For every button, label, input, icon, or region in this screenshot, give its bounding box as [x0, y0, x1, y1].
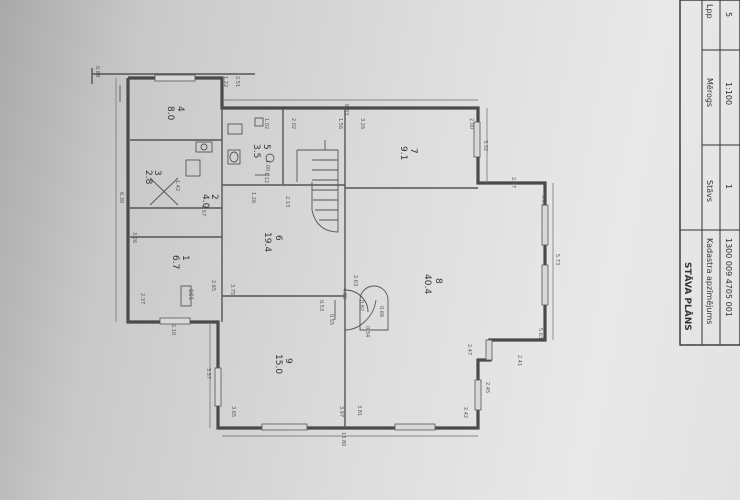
room-3-area: 2.8 — [143, 170, 153, 185]
dim-1-26: 1.26 — [250, 192, 256, 203]
dim-3-26: 3.26 — [131, 232, 137, 243]
room-1-number: 1 — [180, 255, 190, 261]
interior-walls — [130, 108, 478, 428]
room-6-area: 19.4 — [262, 232, 272, 252]
room-2-area: 4.0 — [200, 194, 210, 209]
dim-0-66: 0.66 — [378, 306, 384, 317]
title-block-title: STĀVA PLĀNS — [682, 262, 693, 331]
room-4-number: 4 — [175, 106, 185, 112]
room-5-area: 3.5 — [251, 144, 261, 158]
dim-0-82: 0.82 — [358, 300, 364, 311]
dim-2-42: 2.42 — [462, 407, 468, 418]
title-block-col3-value: 1:100 — [724, 82, 733, 105]
dim-1-02: 1.02 — [263, 118, 269, 129]
room-9-number: 9 — [283, 358, 293, 364]
dim-4-06: 4.06 — [341, 288, 347, 299]
dim-2-41: 2.41 — [516, 355, 522, 366]
room-3-number: 3 — [152, 170, 162, 176]
room-8-area: 40.4 — [422, 274, 432, 294]
room-1-area: 6.7 — [170, 255, 180, 269]
title-block-col3-header: Mērogs — [705, 78, 714, 107]
dim-2-65: 2.65 — [210, 280, 216, 291]
title-block-col2-value: 1 — [724, 184, 733, 189]
title-block-col2-header: Stāvs — [705, 180, 714, 202]
dimension-lines — [115, 78, 554, 437]
dim-1-00: 1.00 — [264, 160, 270, 171]
dim-left-overall: 6.30 — [118, 192, 124, 203]
dim-3-32: 3.32 — [482, 140, 488, 151]
dim-3-65: 3.65 — [230, 406, 236, 417]
title-block-col1-value: 1300 009 4705 001 — [724, 238, 733, 317]
dim-3-81: 3.81 — [356, 405, 362, 416]
windows — [154, 74, 549, 431]
dim-5-73: 5.73 — [554, 254, 560, 265]
room-1-tag-box — [180, 285, 192, 307]
dim-1-42: 1.42 — [174, 180, 180, 191]
dim-room8-2-37: 2.37 — [510, 177, 516, 188]
dim-2-51: 2.51 — [234, 76, 240, 87]
room-7-number: 7 — [408, 148, 418, 154]
dim-2-37: 2.37 — [139, 293, 145, 304]
dim-2-13: 2.13 — [284, 196, 290, 207]
dim-1-57: 1.57 — [200, 205, 206, 216]
title-block-col4-value: 5 — [724, 12, 733, 17]
dim-3-75: 3.75 — [229, 284, 235, 295]
dim-3-97: 3.97 — [338, 406, 344, 417]
dim-0-53: 0.53 — [318, 300, 324, 311]
room-1-tag: 001 — [187, 289, 194, 301]
bathroom-fixtures — [185, 117, 275, 177]
dim-2-47: 2.47 — [466, 344, 472, 355]
dim-2-02: 2.02 — [290, 118, 296, 129]
dim-top-overall: 8.83 — [343, 104, 349, 115]
room-2-number: 2 — [209, 194, 219, 200]
dim-1-12: 1.12 — [263, 172, 269, 183]
dim-0-34: 0.34 — [364, 326, 370, 337]
room-labels: 4 8.0 3 2.8 2 4.0 1 6.7 5 3.5 6 19.4 7 9… — [143, 106, 443, 374]
room-4-area: 8.0 — [165, 106, 175, 121]
dim-3-57: 3.57 — [205, 368, 211, 379]
title-block-col1-header: Kadastra apzīmējums — [705, 238, 714, 324]
dim-0-55: 0.55 — [328, 314, 334, 325]
dimension-texts: 8.83 13.80 6.30 1.22 2.51 2.37 3.26 3.75… — [94, 66, 560, 446]
room-7-area: 9.1 — [398, 146, 408, 160]
dim-1-22: 1.22 — [222, 76, 228, 87]
dim-5-07: 5.07 — [540, 195, 546, 206]
room-6-number: 6 — [273, 235, 283, 241]
dim-2-10: 2.10 — [170, 324, 176, 335]
room-9-area: 15.0 — [273, 354, 283, 374]
door-swings — [119, 85, 389, 331]
dim-2-00: 2.00 — [468, 118, 474, 129]
dim-room7-3-26: 3.26 — [359, 118, 365, 129]
dim-1-56: 1.56 — [337, 118, 343, 129]
dim-bottom-overall: 13.80 — [340, 432, 346, 446]
room-8-number: 8 — [433, 278, 443, 284]
dim-5-63: 5.63 — [537, 328, 543, 339]
title-block: STĀVA PLĀNS Kadastra apzīmējums 1300 009… — [679, 0, 740, 346]
staircase — [296, 140, 339, 233]
dim-2-63: 2.63 — [352, 275, 358, 286]
room-5-number: 5 — [261, 144, 271, 150]
dim-2-45: 2.45 — [484, 382, 490, 393]
dim-0-88: 0.88 — [94, 66, 100, 77]
title-block-col4-header: Lpp — [705, 4, 714, 19]
